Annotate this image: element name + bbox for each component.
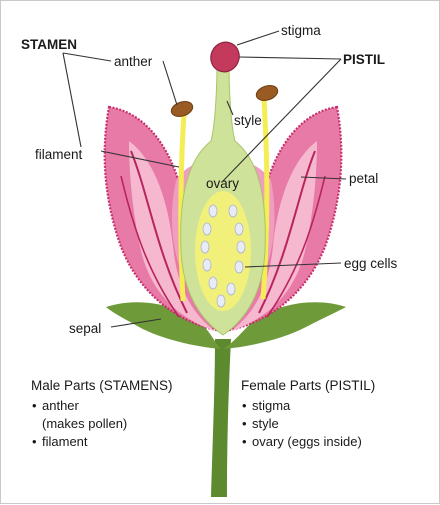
egg-cell <box>216 294 226 308</box>
petal-left-inner <box>129 141 215 331</box>
egg-cell <box>202 258 212 272</box>
label-stamen: STAMEN <box>21 37 77 52</box>
petal-vein <box>266 175 326 318</box>
legend-item-note: (makes pollen) <box>42 416 128 431</box>
egg-cell <box>236 240 246 254</box>
legend-item-text: filament <box>42 434 88 449</box>
label-filament: filament <box>35 147 83 162</box>
petal-right-inner <box>231 141 317 331</box>
legend-male-item: filament <box>31 433 221 451</box>
anther-left <box>170 101 194 117</box>
stem <box>211 339 231 497</box>
sepal-right <box>223 302 346 349</box>
egg-cell <box>228 204 238 218</box>
label-anther: anther <box>114 54 153 69</box>
legend-female-list: stigma style ovary (eggs inside) <box>241 397 431 451</box>
legend-item-text: stigma <box>252 398 291 413</box>
leader-anther <box>162 60 178 106</box>
legend-female-item: ovary (eggs inside) <box>241 433 431 451</box>
egg-cell <box>202 222 212 236</box>
egg-cell <box>234 222 244 236</box>
legend-male: Male Parts (STAMENS) anther (makes polle… <box>31 377 221 451</box>
legend-item-text: style <box>252 416 279 431</box>
leader-sepal <box>110 318 162 328</box>
leader-pistil-ovary <box>222 58 342 182</box>
legend-female: Female Parts (PISTIL) stigma style ovary… <box>241 377 431 451</box>
legend-female-item: stigma <box>241 397 431 415</box>
petal-vein <box>130 150 188 314</box>
label-style: style <box>234 113 262 128</box>
anther-right <box>255 85 279 101</box>
legend-female-item: style <box>241 415 431 433</box>
egg-cell <box>200 240 210 254</box>
leader-filament <box>100 150 180 168</box>
egg-cell <box>208 204 218 218</box>
sepal-left <box>106 302 221 349</box>
filament-right <box>260 98 270 300</box>
legend-item-text: anther <box>42 398 79 413</box>
label-sepal: sepal <box>69 321 101 336</box>
egg-cells <box>200 204 246 308</box>
leader-stigma <box>236 30 280 46</box>
label-ovary: ovary <box>206 176 239 191</box>
stigma <box>210 41 240 73</box>
filament-left <box>178 112 187 302</box>
leader-egg-cells <box>244 262 342 268</box>
leader-stamen-filament <box>62 52 82 148</box>
label-petal: petal <box>349 171 378 186</box>
leader-lines <box>62 30 347 328</box>
leader-petal <box>300 176 347 180</box>
egg-cell <box>234 260 244 274</box>
legend-item-text: ovary (eggs inside) <box>252 434 362 449</box>
legend-male-item: anther (makes pollen) <box>31 397 221 433</box>
leader-stamen-anther <box>62 52 112 62</box>
leader-pistil-stigma <box>238 56 342 60</box>
label-pistil: PISTIL <box>343 52 385 67</box>
petal-vein <box>258 150 316 314</box>
legend-male-list: anther (makes pollen) filament <box>31 397 221 451</box>
petal-vein <box>120 175 180 318</box>
egg-cell <box>208 276 218 290</box>
legend-female-title: Female Parts (PISTIL) <box>241 378 376 393</box>
legend-male-title: Male Parts (STAMENS) <box>31 378 173 393</box>
leader-style <box>226 100 234 116</box>
egg-cell <box>226 282 236 296</box>
label-stigma: stigma <box>281 23 321 38</box>
label-egg-cells: egg cells <box>344 256 398 271</box>
